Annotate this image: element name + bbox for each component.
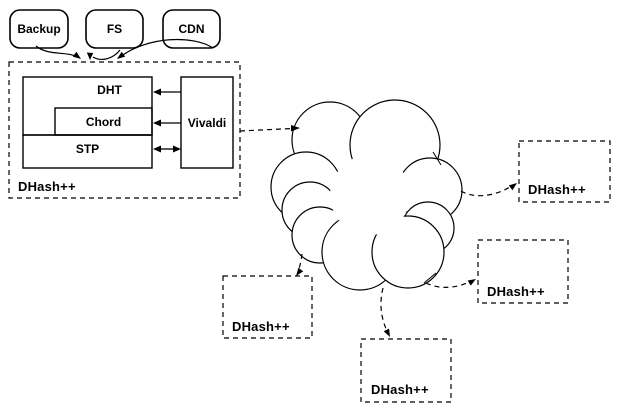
arrowhead-dhash-cloud	[291, 125, 300, 132]
main-dhash-node-box	[8, 61, 241, 199]
link-cloud-to-right-top-node	[460, 184, 514, 197]
arrowhead-backup	[72, 51, 81, 59]
network-cloud	[270, 99, 463, 291]
remote-node-label-bottom-center: DHash++	[371, 382, 429, 397]
cdn-label: CDN	[178, 22, 205, 36]
cdn-app-box	[162, 9, 221, 49]
arrowhead-stp-right	[173, 145, 181, 153]
stp-layer-box	[22, 134, 153, 169]
cloud-center	[330, 155, 410, 235]
vivaldi-label: Vivaldi	[187, 115, 227, 130]
arrowhead-cdn	[117, 51, 126, 59]
chord-label: Chord	[85, 115, 122, 129]
link-cloud-to-bottom-center-node	[380, 287, 389, 334]
arrowhead-right-middle-node	[467, 279, 476, 286]
arrow-cdn-to-dhash	[119, 38, 214, 58]
cloud-arc-tick	[432, 151, 442, 166]
arrowhead-fs	[86, 52, 94, 60]
arrowhead-bottom-center-node	[383, 328, 390, 337]
remote-node-box-bottom-left	[222, 275, 313, 339]
backup-label: Backup	[17, 22, 61, 36]
remote-node-label-bottom-left: DHash++	[232, 319, 290, 334]
dht-label: DHT	[97, 83, 122, 97]
stp-label: STP	[75, 142, 100, 156]
arrowhead-stp-left	[153, 145, 161, 153]
fs-app-box	[85, 9, 144, 49]
remote-node-label-right-top: DHash++	[528, 182, 586, 197]
link-dhash-to-cloud	[239, 127, 293, 132]
cloud-arc-tick	[423, 272, 437, 284]
fs-label: FS	[106, 22, 123, 36]
arrowhead-vivaldi-dht	[153, 88, 161, 96]
remote-node-label-right-middle: DHash++	[487, 284, 545, 299]
remote-node-box-right-middle	[477, 239, 569, 304]
arrowhead-bottom-left-node	[296, 267, 304, 276]
arrow-fs-to-dhash	[92, 49, 121, 60]
remote-node-box-bottom-center	[360, 338, 452, 403]
link-cloud-to-right-middle-node	[425, 280, 472, 288]
cloud-lobe	[371, 215, 445, 289]
remote-node-box-right-top	[518, 140, 611, 203]
link-cloud-to-bottom-left-node	[297, 253, 303, 272]
arrowhead-vivaldi-chord	[153, 119, 161, 127]
arrowhead-right-top-node	[508, 183, 517, 191]
main-dhash-label: DHash++	[18, 179, 76, 194]
